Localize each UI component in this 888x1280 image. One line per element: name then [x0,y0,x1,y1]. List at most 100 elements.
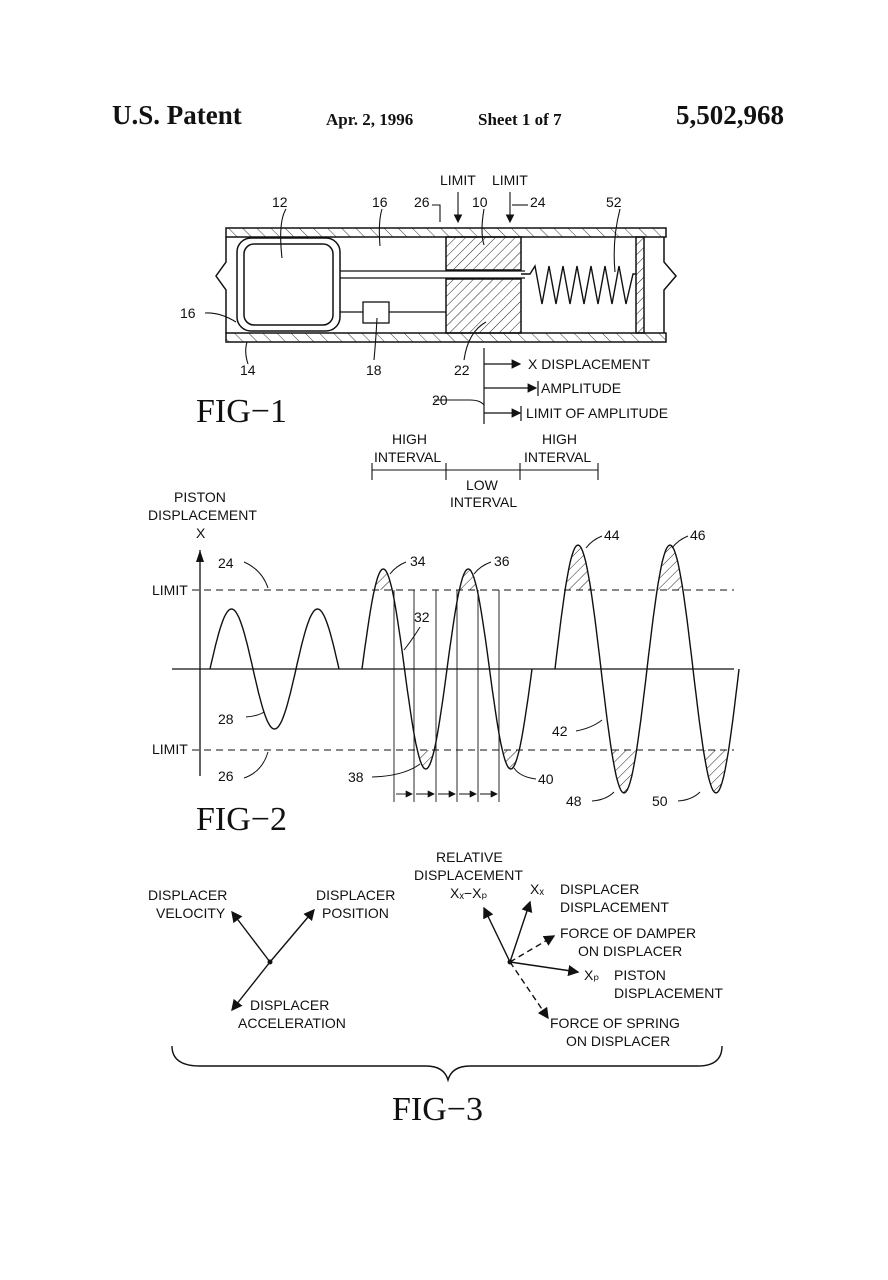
fig2-ref-38: 38 [348,769,364,785]
header-date: Apr. 2, 1996 [326,110,414,129]
fig3-xd-text-1: DISPLACER [560,881,639,897]
fig2-wave-mid-shaded-1 [418,750,433,769]
fig3-damper-force-arrow [509,935,556,963]
fig1-ref-12: 12 [272,194,288,210]
fig2-leader-26 [243,751,269,779]
fig1-ref-10: 10 [472,194,488,210]
fig1-displacer-body-12 [236,237,341,332]
fig2-leader-40 [513,767,537,780]
fig2-interval-low-1: LOW [466,477,499,493]
fig2-limit-upper: LIMIT [152,582,188,598]
fig2-title: FIG−2 [196,801,287,838]
fig2-wave-small [209,608,340,730]
fig2-ref-46: 46 [690,527,706,543]
fig2-leader-48 [591,791,615,802]
fig1-legend-amplitude: AMPLITUDE [541,380,621,396]
fig2-leader-36 [473,561,492,575]
fig1-leader-10 [481,208,485,246]
fig3-position-arrow [269,908,315,963]
fig3-velocity-2: VELOCITY [156,905,226,921]
fig2-interval-high-left-1: HIGH [392,431,427,447]
fig2-ref-26: 26 [218,768,234,784]
fig3-title: FIG−3 [392,1091,483,1128]
fig3-position-2: POSITION [322,905,389,921]
fig1-spring-52 [521,264,636,305]
fig1-ref-22: 22 [454,362,470,378]
fig1-legend-x-displacement: X DISPLACEMENT [528,356,651,372]
fig2-wave-mid-shaded-3 [503,750,518,769]
fig1-limit-label-left: LIMIT [440,172,476,188]
fig1-title: FIG−1 [196,393,287,430]
fig1-rod [340,270,525,313]
fig1-leader-20 [434,399,485,406]
fig2-leader-28 [245,711,265,718]
fig3-damper-1: FORCE OF DAMPER [560,925,696,941]
fig3-relative-2: DISPLACEMENT [414,867,523,883]
fig1-leader-16b [204,312,237,323]
fig3-velocity-arrow [231,910,271,963]
fig3-right-origin [507,959,513,965]
fig2-wave-large-shaded-3 [703,750,729,793]
fig2-leader-46 [671,535,689,549]
fig3-acceleration-1: DISPLACER [250,997,329,1013]
fig1-ref-52: 52 [606,194,622,210]
fig2-y-axis-arrowhead [196,550,204,562]
fig1-ref-18: 18 [366,362,382,378]
fig1-leader-18 [373,317,378,361]
fig1-ref-14: 14 [240,362,256,378]
fig2-ylabel-2: DISPLACEMENT [148,507,257,523]
fig2-ylabel-1: PISTON [174,489,226,505]
fig2-ref-34: 34 [410,553,426,569]
fig2-waveform-plot [172,544,740,802]
fig2-wave-large-shaded-1 [611,750,637,793]
fig3-spring-1: FORCE OF SPRING [550,1015,680,1031]
fig3-relative-1: RELATIVE [436,849,503,865]
fig3-velocity-1: DISPLACER [148,887,227,903]
fig3-xd-minus-xp: Xₓ−Xₚ [450,885,487,901]
fig3-spring-2: ON DISPLACER [566,1033,670,1049]
fig1-limit-label-right: LIMIT [492,172,528,188]
fig3-xp-arrow [509,961,580,977]
fig1-leader-16a [378,208,383,247]
fig2-ref-44: 44 [604,527,620,543]
fig3-brace [171,1045,723,1083]
fig1-legend-limit-of-amplitude: LIMIT OF AMPLITUDE [526,405,668,421]
fig2-ref-28: 28 [218,711,234,727]
fig2-wave-large [554,544,740,794]
fig1-ref-16b: 16 [180,305,196,321]
fig3-piston-2: DISPLACEMENT [614,985,723,1001]
fig1-housing [215,227,677,343]
fig3-acceleration-arrow [231,961,271,1012]
fig2-leader-50 [677,791,701,802]
fig1-ref-20: 20 [432,392,448,408]
fig2-interval-high-right-1: HIGH [542,431,577,447]
fig2-ref-50: 50 [652,793,668,809]
fig2-ref-40: 40 [538,771,554,787]
fig3-xd-symbol: Xₓ [530,881,544,897]
fig2-leader-32 [403,626,421,651]
fig1-leader-52 [613,208,621,273]
fig2-limit-lower: LIMIT [152,741,188,757]
fig2-interval-low-2: INTERVAL [450,494,517,510]
fig2-leader-38 [371,763,421,778]
fig2-ref-42: 42 [552,723,568,739]
fig2-ref-48: 48 [566,793,582,809]
fig1-leader-14 [245,341,249,365]
fig1-ref-26: 26 [414,194,430,210]
fig1-damper-18 [362,301,390,324]
fig1-leader-12 [280,208,287,259]
fig3-xp-symbol: Xₚ [584,967,599,983]
fig1-ref-16a: 16 [372,194,388,210]
fig3-left-origin [267,959,273,965]
fig3-acceleration-2: ACCELERATION [238,1015,346,1031]
fig3-relative-displacement-arrow [483,906,511,963]
fig2-interval-high-left-2: INTERVAL [374,449,441,465]
fig3-piston-1: PISTON [614,967,666,983]
fig2-leader-24 [243,561,269,589]
fig2-leader-34 [389,561,407,575]
fig1-leader-26 [432,204,441,222]
fig2-ylabel-3: X [196,525,206,541]
fig2-wave-mid [361,568,533,770]
fig1-ref-24: 24 [530,194,546,210]
